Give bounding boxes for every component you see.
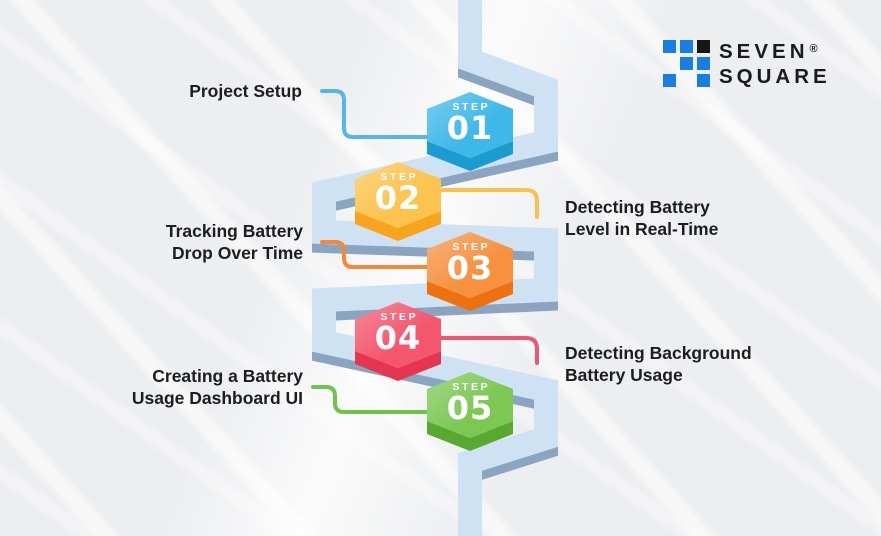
- registered-mark: ®: [809, 42, 818, 55]
- hexagon-step-03-edge: [427, 281, 513, 311]
- label-step-02-line: Level in Real-Time: [565, 218, 719, 239]
- label-step-05: Creating a Battery Usage Dashboard UI: [132, 366, 303, 409]
- logo-square: [663, 74, 676, 87]
- label-step-03-line: Tracking Battery: [165, 221, 303, 241]
- hexagon-step-05: [427, 372, 513, 451]
- label-step-04-line: Detecting Background: [565, 343, 752, 363]
- logo-square: [680, 40, 693, 53]
- label-step-01: Project Setup: [189, 81, 302, 103]
- label-step-05-line: Creating a Battery: [152, 366, 303, 386]
- connector-step-02: [439, 188, 539, 219]
- label-step-03: Tracking Battery Drop Over Time: [166, 221, 303, 264]
- label-step-02: Detecting Battery Level in Real-Time: [565, 197, 718, 240]
- connector-step-03: [320, 240, 429, 269]
- hexagon-step-03-sheen: [427, 232, 513, 298]
- hexagon-step-01-edge: [427, 141, 513, 171]
- brand-logo: SEVEN® SQUARE: [663, 40, 831, 87]
- connector-step-05: [311, 385, 429, 414]
- brand-logo-mark-icon: [663, 40, 710, 87]
- logo-square-black: [697, 40, 710, 53]
- logo-square: [697, 74, 710, 87]
- label-step-04-line: Battery Usage: [565, 364, 683, 385]
- hexagon-step-04-edge: [355, 351, 441, 381]
- label-step-03-line: Drop Over Time: [172, 242, 303, 263]
- hexagon-step-05-sheen: [427, 372, 513, 438]
- logo-square: [697, 57, 710, 70]
- hexagon-step-02-edge: [355, 211, 441, 241]
- label-step-05-line: Usage Dashboard UI: [131, 387, 303, 408]
- hexagon-step-02: [355, 162, 441, 241]
- logo-square: [663, 40, 676, 53]
- hexagon-step-01-sheen: [427, 92, 513, 158]
- logo-square: [680, 57, 693, 70]
- label-step-01-line: Project Setup: [189, 81, 302, 101]
- brand-logo-text: SEVEN® SQUARE: [719, 41, 831, 87]
- hexagon-step-04: [355, 302, 441, 381]
- connector-step-04: [439, 336, 539, 365]
- hexagon-step-05-edge: [427, 421, 513, 451]
- label-step-04: Detecting Background Battery Usage: [565, 343, 752, 386]
- connector-step-01: [320, 89, 429, 139]
- hexagon-step-04-sheen: [355, 302, 441, 368]
- hexagon-step-02-sheen: [355, 162, 441, 228]
- hexagon-step-03: [427, 232, 513, 311]
- brand-word-1: SEVEN®: [719, 41, 831, 66]
- brand-word-2: SQUARE: [719, 64, 831, 88]
- label-step-02-line: Detecting Battery: [565, 197, 710, 217]
- hexagon-step-01: [427, 92, 513, 171]
- brand-word-1-text: SEVEN: [719, 39, 809, 63]
- ribbon-face: [312, 0, 558, 536]
